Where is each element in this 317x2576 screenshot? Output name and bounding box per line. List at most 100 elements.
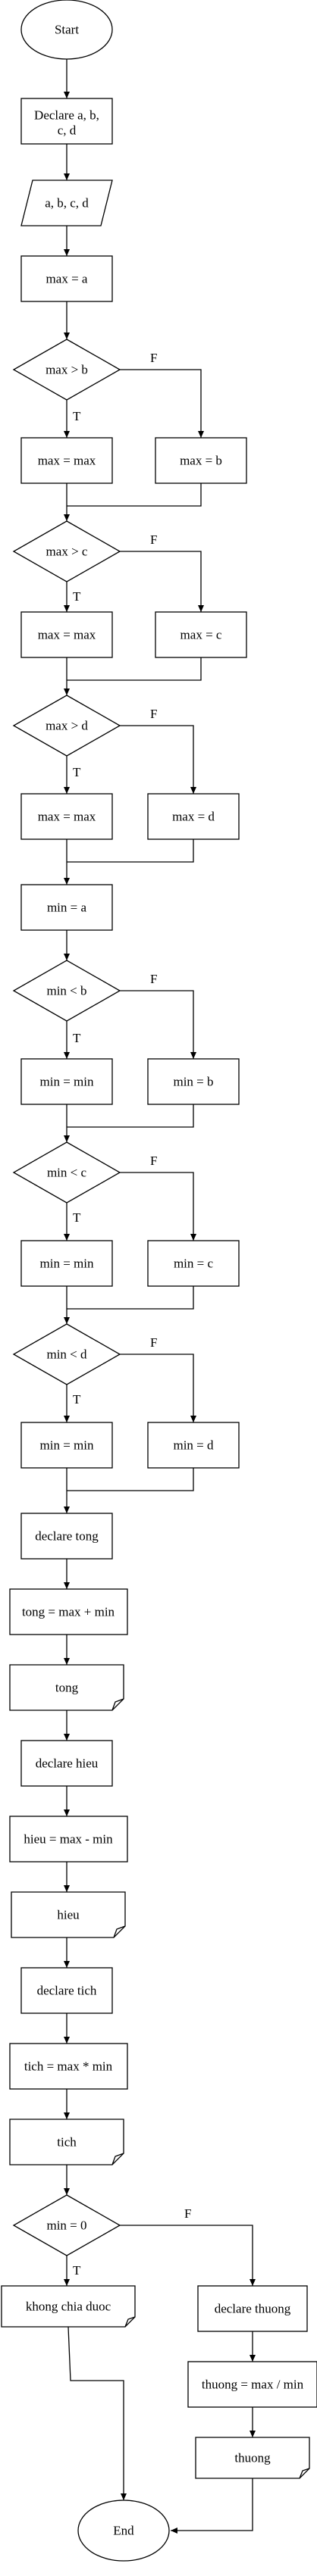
declare-tong-label: declare tong — [35, 1529, 99, 1544]
edge-cond-c-false — [120, 551, 204, 612]
input-abcd-io — [20, 180, 113, 226]
min-lt-b-decision — [12, 960, 121, 1022]
edge-mind-merge — [67, 1468, 194, 1491]
true-label: T — [73, 1392, 81, 1407]
declare-abcd-label-line2: c, d — [58, 123, 77, 138]
declare-thuong-label: declare thuong — [215, 2302, 291, 2316]
declare-tich-label: declare tich — [37, 1984, 97, 1998]
tong-output-document — [9, 1664, 124, 1711]
false-label: F — [150, 972, 157, 986]
hieu-output-label: hieu — [57, 1908, 80, 1922]
max-max-label: max = max — [38, 810, 96, 824]
declare-tich-process — [20, 1967, 113, 2014]
min-lt-d-decision — [12, 1323, 121, 1385]
hieu-calc-label: hieu = max - min — [24, 1832, 113, 1847]
thuong-calc-label: thuong = max / min — [202, 2378, 304, 2392]
start-terminal — [20, 0, 113, 60]
min-eq-0-decision — [12, 2194, 121, 2256]
tong-calc-process — [9, 1588, 128, 1635]
max-max-process — [20, 437, 113, 484]
min-min-process — [20, 1240, 113, 1287]
min-d-label: min = d — [173, 1438, 214, 1453]
thuong-output-label: thuong — [234, 2451, 271, 2465]
max-d-label: max = d — [172, 810, 215, 824]
edge-cond0-false — [120, 2225, 256, 2286]
khong-chia-output-fold — [124, 2316, 136, 2328]
thuong-output-document — [195, 2437, 310, 2479]
edge-khongchia-end — [67, 2326, 127, 2500]
khong-chia-output-document — [1, 2285, 136, 2328]
edge-maxd-merge — [67, 839, 194, 863]
min-b-label: min = b — [173, 1075, 213, 1089]
start-label: Start — [55, 23, 79, 37]
hieu-calc-process — [9, 1816, 128, 1863]
tich-output-fold — [111, 2153, 124, 2165]
max-b-process — [155, 437, 247, 484]
true-label: T — [73, 2263, 81, 2278]
edge-minc-merge — [67, 1286, 194, 1310]
false-label: F — [184, 2206, 191, 2221]
edge-min-d-false — [120, 1354, 196, 1422]
edge-thuongout-end — [171, 2478, 253, 2534]
declare-hieu-process — [20, 1740, 113, 1787]
khong-chia-output-label: khong chia duoc — [26, 2300, 111, 2314]
min-lt-c-decision — [12, 1141, 121, 1204]
edge-maxc-merge — [67, 657, 202, 681]
thuong-output-fold — [299, 2468, 310, 2479]
max-max-process — [20, 793, 113, 840]
min-d-process — [147, 1422, 240, 1469]
max-b-label: max = b — [180, 454, 222, 468]
max-gt-b-label: max > b — [46, 363, 88, 377]
true-label: T — [73, 589, 81, 604]
true-label: T — [73, 1210, 81, 1225]
declare-thuong-process — [197, 2285, 308, 2332]
max-c-process — [155, 611, 247, 658]
false-label: F — [150, 532, 157, 547]
edge-cond-b-false — [120, 369, 204, 438]
min-lt-c-label: min < c — [47, 1166, 87, 1180]
tich-calc-process — [9, 2043, 128, 2090]
min-min-process — [20, 1058, 113, 1105]
end-label: End — [113, 2524, 134, 2538]
thuong-calc-process — [187, 2361, 317, 2408]
max-gt-c-label: max > c — [46, 545, 88, 559]
tong-output-label: tong — [55, 1681, 79, 1695]
max-a-label: max = a — [46, 272, 88, 286]
edge-maxb-merge — [67, 483, 202, 507]
true-label: T — [73, 1031, 81, 1045]
tong-output-fold — [111, 1698, 124, 1711]
max-d-process — [147, 793, 240, 840]
hieu-output-document — [11, 1891, 126, 1938]
tich-calc-label: tich = max * min — [24, 2059, 113, 2074]
hieu-output-fold — [113, 1925, 126, 1938]
tong-calc-label: tong = max + min — [22, 1605, 115, 1619]
declare-hieu-label: declare hieu — [36, 1756, 99, 1771]
min-min-label: min = min — [40, 1438, 94, 1453]
min-min-process — [20, 1422, 113, 1469]
min-a-label: min = a — [47, 901, 87, 915]
tich-output-document — [9, 2119, 124, 2165]
min-c-process — [147, 1240, 240, 1287]
max-c-label: max = c — [180, 628, 222, 642]
declare-abcd-label-line1: Declare a, b, — [34, 108, 99, 123]
true-label: T — [73, 765, 81, 779]
max-gt-d-label: max > d — [46, 719, 88, 733]
declare-abcd-process — [20, 98, 113, 145]
false-label: F — [150, 1154, 157, 1168]
min-min-label: min = min — [40, 1075, 94, 1089]
max-gt-c-decision — [12, 520, 121, 582]
edge-min-b-false — [120, 990, 196, 1059]
input-abcd-label: a, b, c, d — [45, 196, 89, 211]
max-a-process — [20, 255, 113, 302]
max-max-process — [20, 611, 113, 658]
branch-labels: T F T F T F T F T F T F T F — [73, 351, 191, 2278]
false-label: F — [150, 707, 157, 721]
min-lt-d-label: min < d — [46, 1347, 87, 1362]
false-label: F — [150, 351, 157, 365]
min-b-process — [147, 1058, 240, 1105]
end-terminal — [77, 2500, 170, 2562]
min-c-label: min = c — [174, 1257, 214, 1271]
min-a-process — [20, 884, 113, 931]
min-min-label: min = min — [40, 1257, 94, 1271]
